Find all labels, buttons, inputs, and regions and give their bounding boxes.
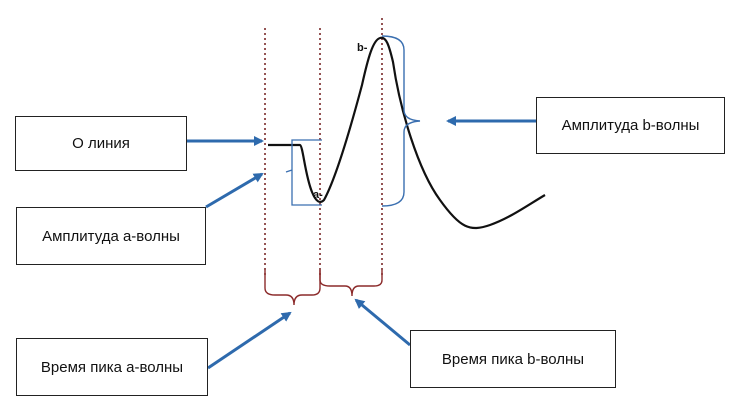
- a-peak-letter: a-: [313, 189, 323, 201]
- a-peak-time-bracket: [264, 270, 321, 306]
- b-peak-letter: b-: [357, 42, 368, 54]
- arrow-a-peak-time: [207, 311, 292, 370]
- a-amplitude-label: Амплитуда а-волны: [42, 227, 180, 245]
- b-peak-time-label-box: Время пика b-волны: [410, 330, 616, 388]
- erg-waveform: [268, 36, 546, 229]
- b-amplitude-label: Амплитуда b-волны: [561, 117, 700, 134]
- a-peak-time-label-box: Время пика а-волны: [16, 338, 208, 396]
- arrow-b-peak-time: [354, 298, 411, 347]
- a-amplitude-bracket: [285, 139, 322, 206]
- b-amplitude-bracket: [381, 35, 421, 207]
- a-peak-time-label: Время пика а-волны: [40, 358, 184, 376]
- arrow-a-amplitude: [205, 172, 264, 209]
- b-amplitude-label-box: Амплитуда b-волны: [536, 97, 725, 154]
- baseline-label: О линия: [72, 135, 130, 152]
- baseline-label-box: О линия: [15, 116, 187, 171]
- a-amplitude-label-box: Амплитуда а-волны: [16, 207, 206, 265]
- b-peak-time-label: Время пика b-волны: [441, 350, 585, 368]
- b-peak-time-bracket: [319, 270, 383, 297]
